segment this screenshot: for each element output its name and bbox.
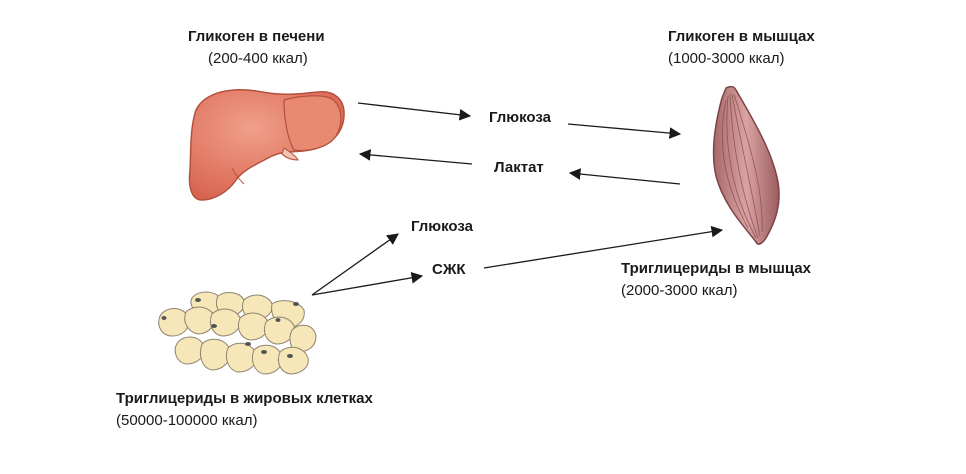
arrow-fat-to-ffa bbox=[311, 272, 424, 296]
fat-cell bbox=[184, 306, 215, 335]
liver-amount: (200-400 ккал) bbox=[208, 50, 308, 67]
arrow-ffa-to-muscle-tg bbox=[483, 225, 724, 269]
fat-cell bbox=[289, 324, 317, 353]
arrow-fat-to-glucose bbox=[311, 233, 399, 296]
liver-title: Гликоген в печени bbox=[188, 28, 325, 45]
adipose-illustration bbox=[158, 291, 317, 375]
adipose-amount: (50000-100000 ккал) bbox=[116, 412, 258, 429]
liver-illustration bbox=[188, 89, 345, 201]
flow-glucose-top: Глюкоза bbox=[489, 109, 551, 126]
muscle-glycogen-amount: (1000-3000 ккал) bbox=[668, 50, 785, 67]
adipose-label: Триглицериды в жировых клетках (50000-10… bbox=[116, 388, 373, 432]
flow-glucose-fat: Глюкоза bbox=[411, 218, 473, 235]
arrow-liver-to-glucose bbox=[357, 102, 472, 121]
muscle-glycogen-label: Гликоген в мышцах (1000-3000 ккал) bbox=[668, 26, 815, 70]
liver-label: Гликоген в печени (200-400 ккал) bbox=[188, 26, 325, 70]
fat-cell bbox=[277, 346, 309, 375]
arrow-lactate-to-liver bbox=[358, 149, 473, 165]
muscle-glycogen-title: Гликоген в мышцах bbox=[668, 28, 815, 45]
fat-cell-nuclei bbox=[161, 298, 299, 358]
fat-cell bbox=[158, 308, 190, 337]
flow-lactate: Лактат bbox=[494, 159, 544, 176]
liver-fissure bbox=[231, 167, 245, 185]
muscle-illustration bbox=[712, 85, 780, 245]
muscle-fibers bbox=[721, 93, 763, 239]
arrow-glucose-to-muscle bbox=[567, 123, 682, 139]
muscle-tg-title: Триглицериды в мышцах bbox=[621, 260, 811, 277]
gallbladder bbox=[281, 147, 299, 161]
arrow-muscle-to-lactate bbox=[568, 168, 681, 185]
fat-cell bbox=[174, 336, 205, 365]
muscle-tg-label: Триглицериды в мышцах (2000-3000 ккал) bbox=[621, 258, 811, 302]
adipose-title: Триглицериды в жировых клетках bbox=[116, 390, 373, 407]
fat-cell bbox=[199, 338, 231, 371]
fat-cell bbox=[225, 342, 257, 373]
fat-cell bbox=[237, 312, 269, 341]
fat-cell bbox=[251, 344, 283, 375]
liver-lobe-right bbox=[283, 95, 342, 152]
flow-arrows bbox=[311, 102, 724, 296]
flow-ffa: СЖК bbox=[432, 261, 466, 278]
muscle-tg-amount: (2000-3000 ккал) bbox=[621, 282, 738, 299]
fat-cell bbox=[209, 308, 241, 337]
